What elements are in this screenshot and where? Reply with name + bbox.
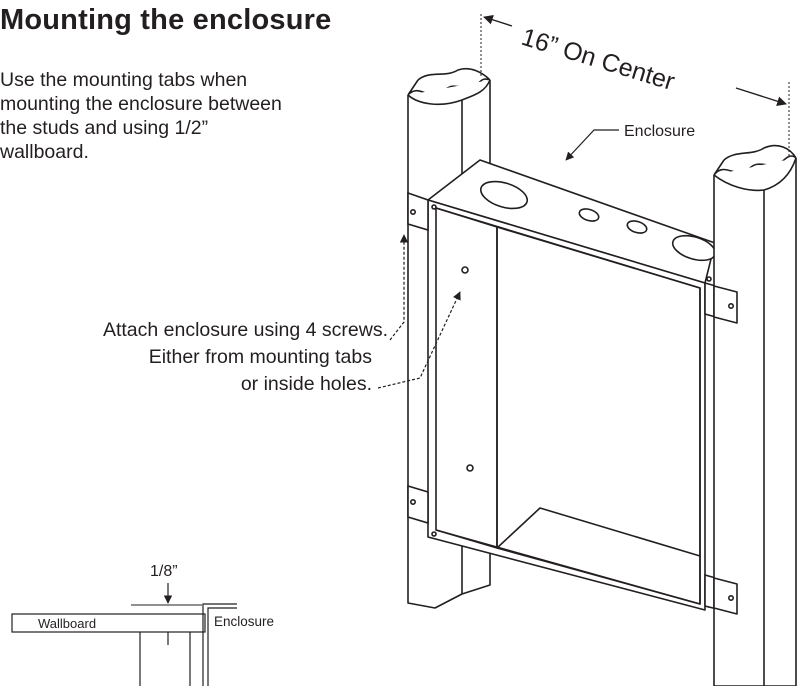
mounting-tab-top-left (407, 191, 429, 232)
right-stud-corner (713, 159, 725, 176)
tab-screw-hole (727, 594, 734, 601)
corner-screw (431, 204, 437, 210)
detail-enclosure-label: Enclosure (214, 614, 274, 629)
callout-mounting-tabs: Either from mounting tabs (148, 346, 372, 368)
left-stud-top-back (417, 67, 491, 81)
enclosure-label-group: Enclosure (565, 123, 695, 161)
leader-to-inside-hole (377, 291, 461, 389)
enclosure-inner-floor (496, 507, 701, 557)
enclosure-edge-profile-outer (202, 603, 237, 686)
tab-screw-hole (727, 302, 734, 309)
tab-on-right-stud-bottom (713, 577, 738, 615)
callout-attach-screws: Attach enclosure using 4 screws. (102, 319, 388, 341)
right-dimension-arrow (735, 87, 787, 106)
page-title: Mounting the enclosure (0, 4, 332, 36)
corner-screw (706, 276, 712, 282)
tab-screw-hole (409, 209, 416, 216)
right-stud-top-back (723, 144, 797, 161)
intro-line: mounting the enclosure between (0, 93, 282, 115)
knockout-hole-small (578, 208, 600, 222)
knockout-hole-small (626, 220, 648, 234)
mounting-tab-bottom-left (407, 484, 429, 525)
wallboard-label: Wallboard (38, 616, 96, 631)
callout-inside-holes: or inside holes. (240, 373, 372, 395)
intro-line: the studs and using 1/2” (0, 117, 209, 139)
left-stud-top-side (407, 79, 491, 106)
inside-mounting-hole (466, 464, 474, 472)
intro-line: wallboard. (0, 141, 89, 163)
gap-dimension-label: 1/8” (150, 563, 178, 580)
leader-to-mounting-tab (389, 234, 409, 341)
enclosure-inner-bottom-line (435, 529, 498, 549)
callout-leaders (377, 234, 461, 389)
intro-line: Use the mounting tabs when (0, 69, 248, 91)
on-center-label: 16” On Center (518, 23, 678, 96)
wallboard-section (11, 613, 206, 633)
enclosure-box (427, 159, 717, 611)
intro-paragraph: Use the mounting tabs when mounting the … (0, 68, 380, 164)
inside-mounting-hole (461, 266, 469, 274)
corner-screw (431, 531, 437, 537)
wallboard-detail: 1/8” Wallboard Enclosure (11, 563, 274, 686)
left-dimension-arrow (483, 15, 513, 27)
enclosure-leader-line (565, 129, 619, 161)
right-stud-top-side (713, 157, 797, 192)
right-stud (713, 144, 797, 686)
enclosure-edge-profile-inner (207, 607, 237, 686)
right-stud-body (713, 158, 797, 686)
tab-on-right-stud-top (713, 285, 738, 324)
tab-screw-hole (409, 498, 416, 505)
knockout-hole-large-left (479, 180, 529, 210)
enclosure-inner-top-line (435, 207, 498, 228)
left-stud-corner (407, 79, 419, 96)
enclosure-label: Enclosure (624, 123, 695, 140)
